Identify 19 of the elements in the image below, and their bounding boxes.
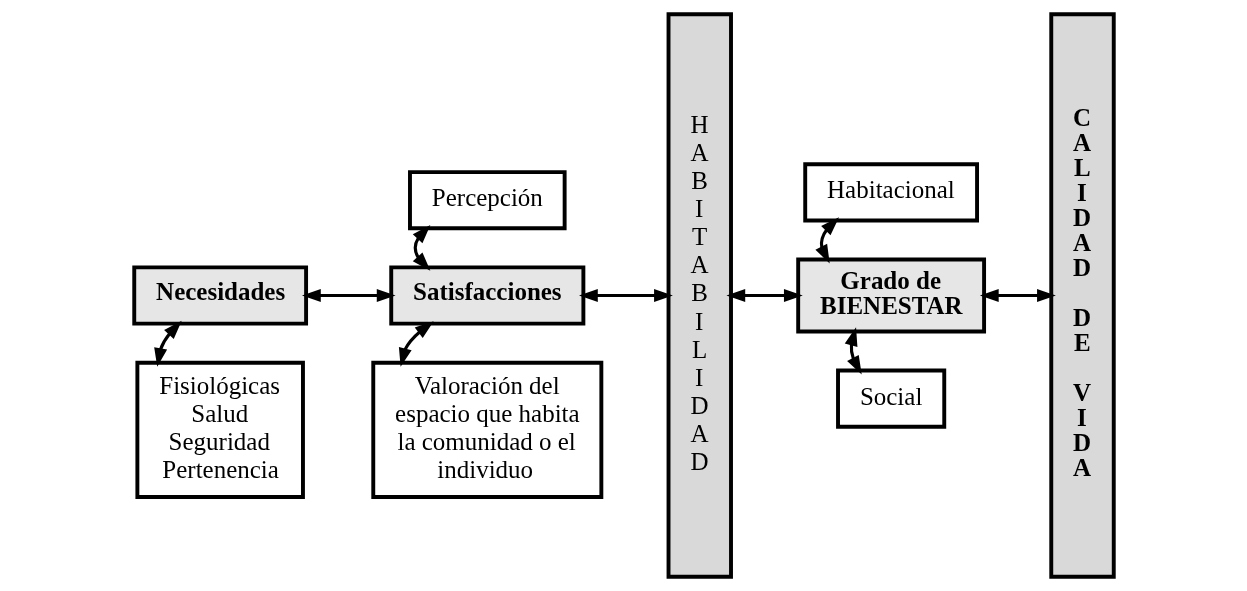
arrow bbox=[814, 217, 839, 264]
arrow bbox=[844, 327, 862, 375]
node-box: Necesidades bbox=[131, 265, 308, 326]
node-box: Habitacional bbox=[802, 162, 979, 223]
node-box: Valoración del espacio que habita la comunidad o el individuo bbox=[370, 360, 603, 499]
node-box: Percepción bbox=[407, 170, 567, 231]
arrow bbox=[301, 288, 396, 303]
node-box: Fisiológicas Salud Seguridad Pertenencia bbox=[134, 360, 305, 499]
arrow bbox=[412, 225, 430, 271]
arrow bbox=[578, 288, 673, 303]
node-box: Social bbox=[835, 368, 946, 429]
node-box: CALIDAD DE VIDA bbox=[1048, 12, 1116, 579]
arrow bbox=[725, 288, 803, 303]
node-box: Grado de BIENESTAR bbox=[795, 257, 986, 334]
arrow bbox=[979, 288, 1056, 303]
arrow bbox=[153, 320, 182, 367]
node-box: Satisfacciones bbox=[388, 265, 585, 326]
arrow bbox=[398, 321, 434, 367]
node-box: HABITABILIDAD bbox=[666, 12, 733, 579]
